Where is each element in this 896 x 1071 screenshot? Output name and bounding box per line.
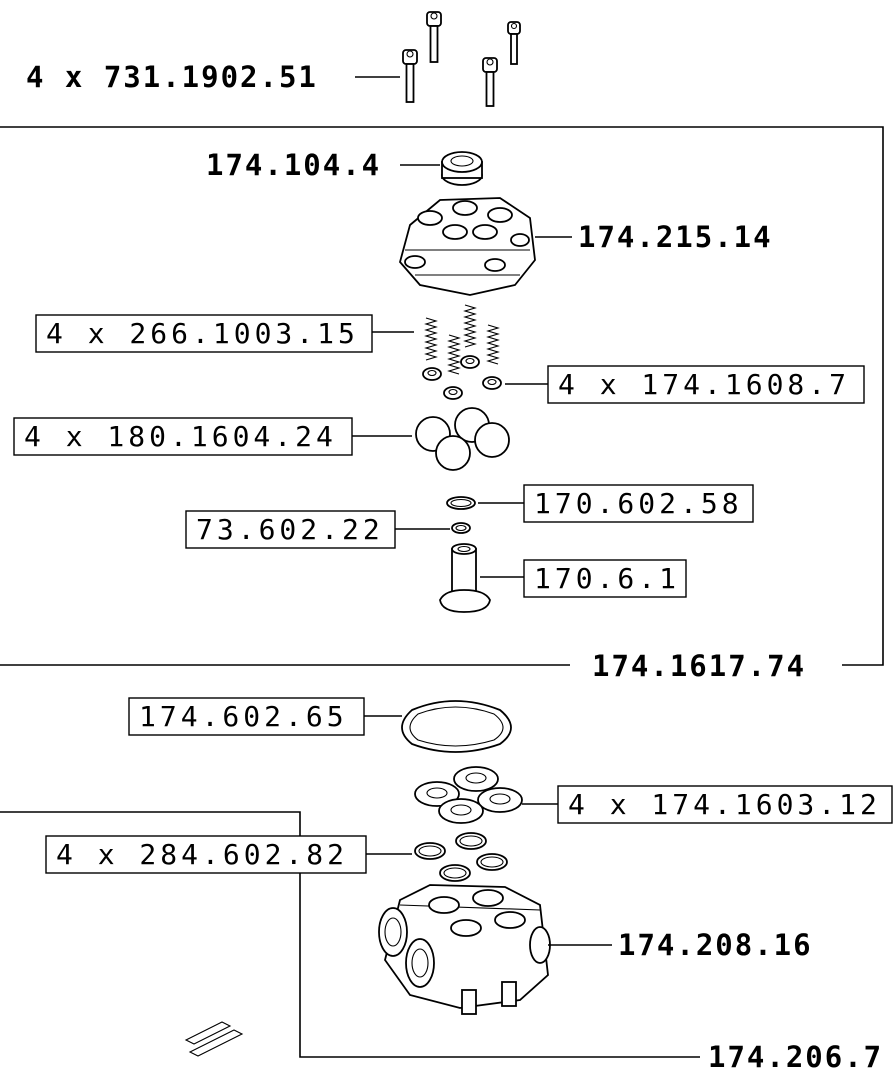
plug-icon xyxy=(441,151,483,186)
spring-icon xyxy=(424,304,500,375)
cover-icon xyxy=(399,197,536,296)
valve-cup-icon xyxy=(414,766,523,824)
ball-icon xyxy=(415,407,510,471)
orings-lower-label: 4 x 284.602.82 xyxy=(56,838,348,871)
cover-label: 174.215.14 xyxy=(578,220,773,254)
o-ring-icon xyxy=(414,832,508,882)
kit-label: 174.1617.74 xyxy=(592,649,806,683)
screws-label: 4 x 731.1902.51 xyxy=(26,60,318,94)
pump-body-icon xyxy=(378,884,551,1015)
valve-seats-small-label: 4 x 174.1608.7 xyxy=(558,368,850,401)
gasket-box xyxy=(128,697,365,736)
oring-upper-label: 170.602.58 xyxy=(534,487,743,520)
bottom-kit-label: 174.206.7 xyxy=(708,1040,883,1071)
valve-stem-icon xyxy=(439,543,491,613)
o-ring-icon xyxy=(451,522,471,534)
body-label: 174.208.16 xyxy=(618,928,813,962)
plug-label: 174.104.4 xyxy=(206,148,381,182)
springs-label: 4 x 266.1003.15 xyxy=(46,317,359,350)
valve-cups-label: 4 x 174.1603.12 xyxy=(568,788,881,821)
springs-box xyxy=(35,314,373,353)
gasket-icon xyxy=(401,700,512,753)
kit-frame-lower xyxy=(0,811,700,1058)
oring-small-box xyxy=(185,510,396,549)
gasket-label: 174.602.65 xyxy=(139,700,348,733)
balls-label: 4 x 180.1604.24 xyxy=(24,420,337,453)
orings-lower-box xyxy=(45,835,367,874)
valve-seat-icon xyxy=(422,355,502,400)
valve-seats-small-box xyxy=(547,365,865,404)
oring-small-label: 73.602.22 xyxy=(196,513,384,546)
kit-frame-upper xyxy=(0,126,884,666)
clip-icon xyxy=(184,1021,244,1057)
valve-cups-box xyxy=(557,785,893,824)
oring-upper-box xyxy=(523,484,754,523)
valve-stem-box xyxy=(523,559,687,598)
o-ring-icon xyxy=(446,496,476,510)
valve-stem-label: 170.6.1 xyxy=(534,562,680,595)
screw-icon xyxy=(402,11,521,107)
balls-box xyxy=(13,417,353,456)
